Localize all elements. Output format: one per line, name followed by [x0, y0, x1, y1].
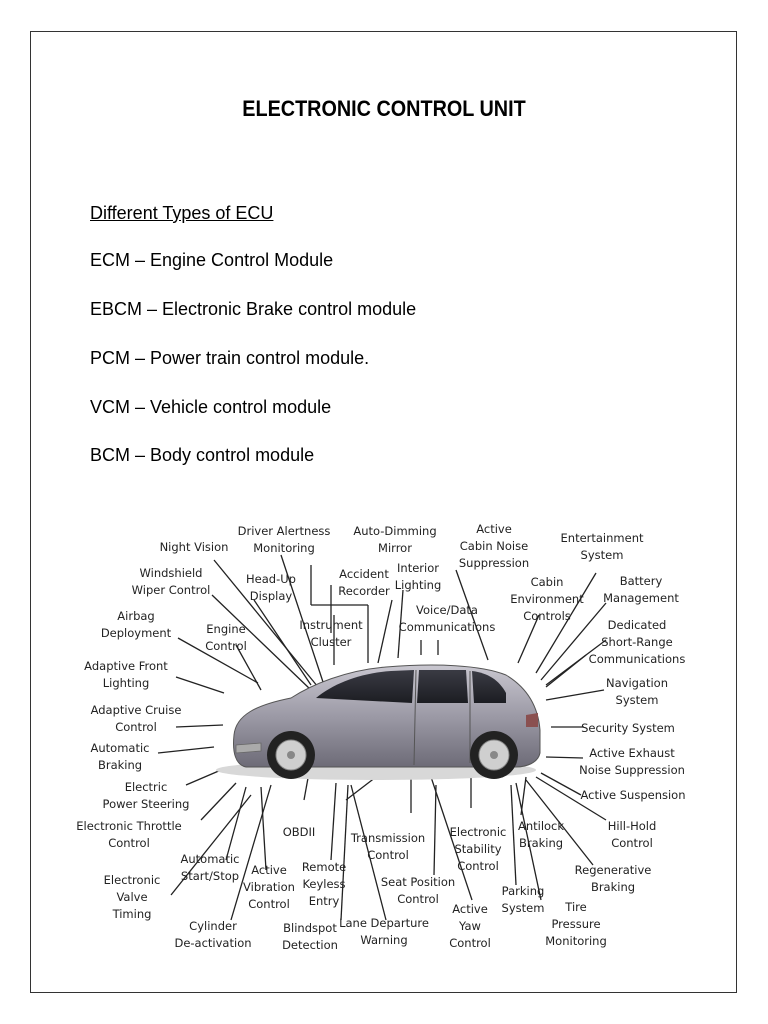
leader-lines	[157, 554, 607, 921]
ecu-type-pcm: PCM – Power train control module.	[90, 348, 370, 368]
ecu-type-bcm: BCM – Body control module	[90, 445, 315, 465]
label-security-system: Security System	[581, 721, 675, 735]
label-active-suspension: Active Suspension	[580, 788, 686, 802]
page-frame	[30, 31, 737, 993]
page-title: ELECTRONIC CONTROL UNIT	[242, 96, 526, 121]
ecu-type-ebcm: EBCM – Electronic Brake control module	[90, 299, 417, 319]
car-body	[216, 664, 541, 780]
label-night-vision: Night Vision	[159, 540, 229, 554]
section-heading: Different Types of ECU	[90, 203, 274, 223]
ecu-type-vcm: VCM – Vehicle control module	[90, 397, 332, 417]
label-obdii: OBDII	[282, 825, 316, 839]
car-illustration	[157, 554, 607, 921]
ecu-type-ecm: ECM – Engine Control Module	[90, 250, 334, 270]
